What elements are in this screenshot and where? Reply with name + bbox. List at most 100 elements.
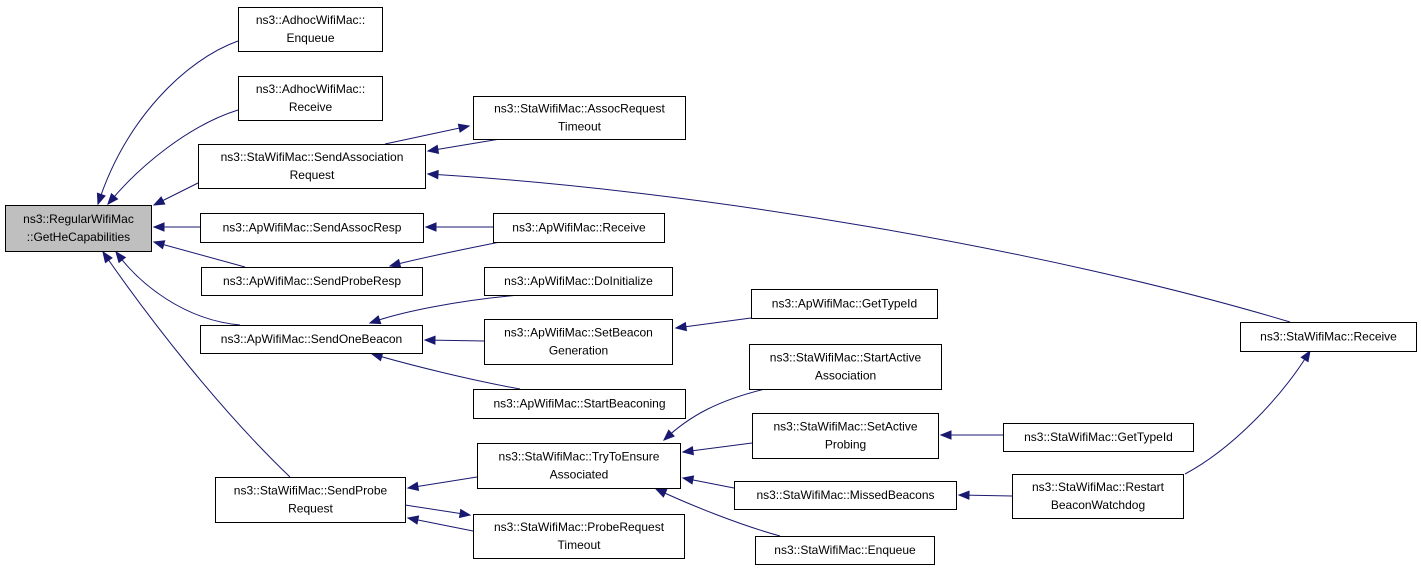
edge-arrowhead bbox=[406, 481, 420, 492]
node-ap-gettypeid[interactable]: ns3::ApWifiMac::GetTypeId bbox=[751, 289, 938, 319]
edge-arrowhead bbox=[426, 144, 440, 154]
edge-arrowhead bbox=[388, 258, 402, 268]
edge-line bbox=[655, 488, 781, 537]
node-label: ns3::StaWifiMac::GetTypeId bbox=[1024, 430, 1173, 444]
edge-line bbox=[107, 109, 239, 205]
edge-arrowhead bbox=[426, 169, 439, 180]
node-label: ns3::ApWifiMac::DoInitialize bbox=[504, 274, 653, 288]
edge-sta_probe_timeout-to-sta_send_probe bbox=[406, 515, 474, 532]
node-label: ns3::StaWifiMac::SetActive bbox=[773, 420, 917, 434]
edge-sta_send_assoc-to-root bbox=[152, 182, 199, 206]
node-label: Timeout bbox=[558, 538, 602, 552]
edge-arrowhead bbox=[423, 335, 436, 345]
edge-arrowhead bbox=[654, 488, 668, 498]
nodes-layer: ns3::RegularWifiMac::GetHeCapabilitiesns… bbox=[5, 7, 1417, 565]
edge-line bbox=[427, 138, 501, 152]
node-label: ns3::ApWifiMac::SendProbeResp bbox=[223, 274, 401, 288]
edge-arrowhead bbox=[424, 222, 437, 232]
node-root[interactable]: ns3::RegularWifiMac::GetHeCapabilities bbox=[5, 205, 152, 252]
edge-ap_gettypeid-to-ap_set_beacon_gen bbox=[674, 317, 752, 332]
edge-ap_start_beaconing-to-ap_send_one_beacon bbox=[370, 352, 521, 390]
edge-adhoc_enqueue-to-root bbox=[96, 40, 239, 206]
node-adhoc-enqueue[interactable]: ns3::AdhocWifiMac::Enqueue bbox=[238, 7, 383, 52]
edge-arrowhead bbox=[152, 222, 165, 232]
node-box bbox=[484, 319, 673, 365]
node-label: ns3::StaWifiMac::StartActive bbox=[770, 351, 922, 365]
node-box bbox=[238, 7, 383, 52]
edge-line bbox=[407, 517, 474, 532]
edge-sta_enqueue-to-sta_try_ensure bbox=[654, 488, 781, 537]
edge-ap_send_probe_resp-to-root bbox=[152, 240, 246, 268]
node-sta-enqueue[interactable]: ns3::StaWifiMac::Enqueue bbox=[755, 536, 935, 565]
edge-line bbox=[371, 353, 521, 390]
edge-sta_send_assoc-to-sta_assoc_timeout bbox=[384, 123, 471, 145]
edge-sta_set_active_probing-to-sta_try_ensure bbox=[681, 442, 753, 456]
edge-arrowhead bbox=[102, 250, 113, 264]
edge-arrowhead bbox=[957, 490, 970, 500]
edge-line bbox=[389, 241, 501, 267]
node-sta-gettypeid[interactable]: ns3::StaWifiMac::GetTypeId bbox=[1003, 423, 1194, 452]
edge-sta_send_probe-to-sta_probe_timeout bbox=[404, 504, 472, 519]
edge-arrowhead bbox=[115, 250, 127, 264]
node-label: Generation bbox=[549, 344, 608, 358]
node-box bbox=[749, 344, 942, 390]
node-ap-send-one-beacon[interactable]: ns3::ApWifiMac::SendOneBeacon bbox=[200, 325, 423, 354]
node-ap-send-assoc-resp[interactable]: ns3::ApWifiMac::SendAssocResp bbox=[200, 213, 424, 243]
node-box bbox=[1012, 474, 1184, 519]
node-box bbox=[201, 267, 423, 296]
node-box bbox=[734, 481, 957, 510]
edge-ap_doinit-to-ap_send_one_beacon bbox=[368, 294, 521, 325]
edge-line bbox=[682, 442, 753, 453]
node-box bbox=[751, 289, 938, 319]
node-ap-doinit[interactable]: ns3::ApWifiMac::DoInitialize bbox=[484, 267, 673, 296]
edge-line bbox=[97, 40, 239, 205]
node-sta-missed-beacons[interactable]: ns3::StaWifiMac::MissedBeacons bbox=[734, 481, 957, 510]
edge-arrowhead bbox=[458, 508, 472, 519]
edge-line bbox=[1184, 350, 1311, 475]
edge-sta_start_active-to-sta_try_ensure bbox=[663, 388, 766, 441]
edge-arrowhead bbox=[1300, 349, 1311, 363]
node-ap-receive[interactable]: ns3::ApWifiMac::Receive bbox=[493, 213, 665, 243]
node-label: ns3::AdhocWifiMac:: bbox=[256, 13, 365, 27]
node-label: ns3::ApWifiMac::SendAssocResp bbox=[223, 221, 402, 235]
node-label: ::GetHeCapabilities bbox=[27, 230, 130, 244]
edge-arrowhead bbox=[368, 315, 382, 325]
node-label: Association bbox=[815, 369, 876, 383]
edge-arrowhead bbox=[406, 515, 420, 525]
node-box bbox=[755, 536, 935, 565]
edge-ap_set_beacon_gen-to-ap_send_one_beacon bbox=[423, 335, 485, 345]
edges-layer bbox=[96, 40, 1311, 537]
edge-line bbox=[102, 251, 291, 478]
edge-line bbox=[407, 476, 478, 489]
node-box bbox=[473, 96, 686, 140]
edge-arrowhead bbox=[107, 192, 119, 206]
node-label: Probing bbox=[825, 438, 866, 452]
edge-line bbox=[427, 173, 1291, 323]
node-label: Request bbox=[288, 502, 333, 516]
node-ap-send-probe-resp[interactable]: ns3::ApWifiMac::SendProbeResp bbox=[201, 267, 423, 296]
edge-arrowhead bbox=[674, 321, 688, 332]
node-label: ns3::StaWifiMac::Enqueue bbox=[774, 543, 916, 557]
node-ap-start-beaconing[interactable]: ns3::ApWifiMac::StartBeaconing bbox=[473, 389, 686, 419]
edge-sta_assoc_timeout-to-sta_send_assoc bbox=[426, 138, 501, 154]
node-adhoc-receive[interactable]: ns3::AdhocWifiMac::Receive bbox=[238, 76, 383, 121]
edge-sta_restart_beacon-to-sta_missed_beacons bbox=[957, 490, 1013, 500]
node-box bbox=[477, 443, 681, 489]
node-label: ns3::StaWifiMac::Restart bbox=[1032, 480, 1165, 494]
node-label: Enqueue bbox=[286, 31, 334, 45]
edge-sta_try_ensure-to-sta_send_probe bbox=[406, 476, 478, 492]
node-sta-receive[interactable]: ns3::StaWifiMac::Receive bbox=[1240, 322, 1417, 352]
node-box bbox=[200, 325, 423, 354]
edge-line bbox=[663, 388, 766, 441]
node-label: ns3::StaWifiMac::SendProbe bbox=[234, 484, 388, 498]
